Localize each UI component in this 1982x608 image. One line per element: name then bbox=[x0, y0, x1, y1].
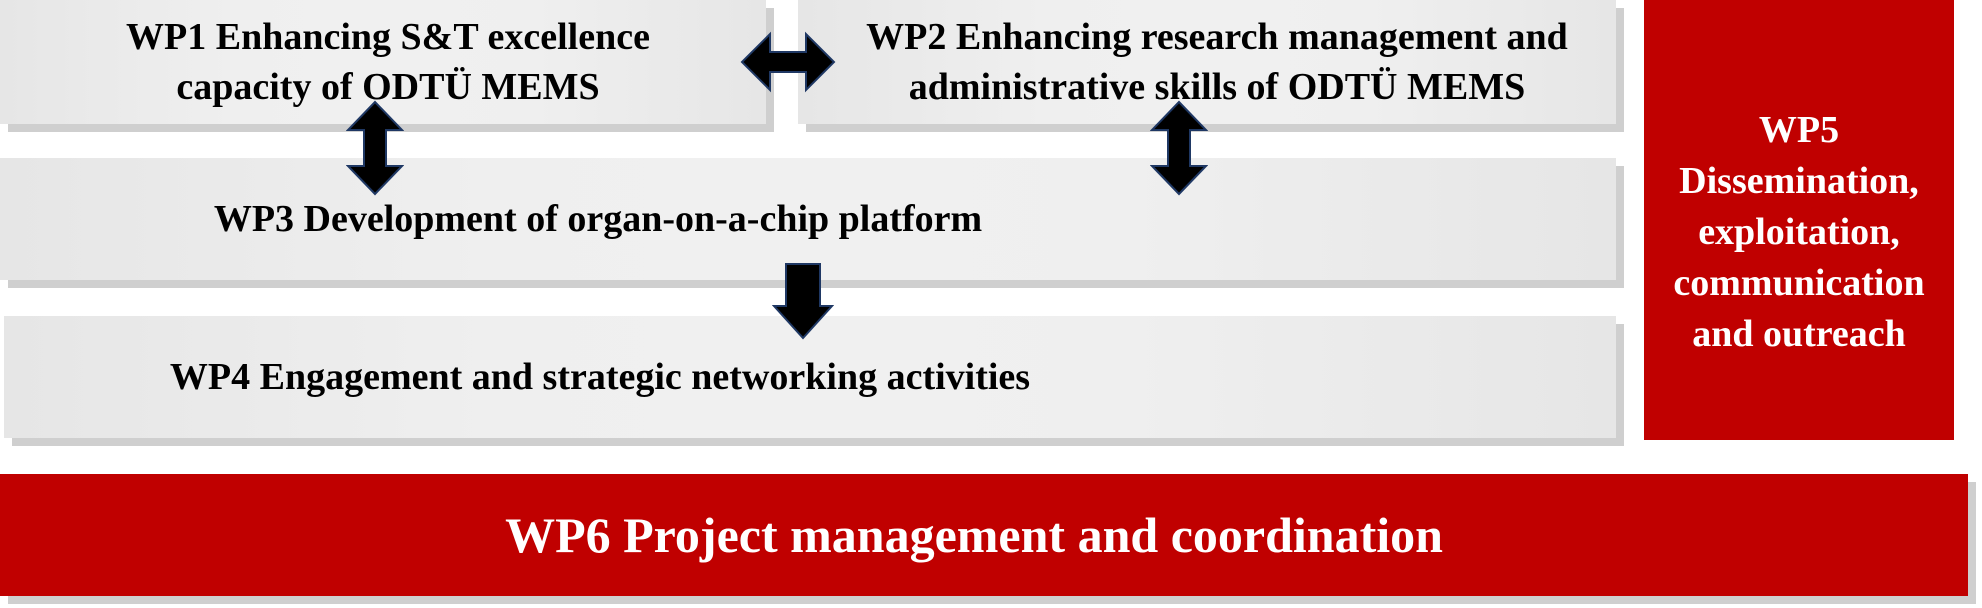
wp3-label: WP3 Development of organ-on-a-chip platf… bbox=[213, 198, 983, 240]
wp6-box: WP6 Project management and coordination bbox=[0, 474, 1968, 596]
wp2-label: WP2 Enhancing research management and ad… bbox=[866, 16, 1568, 108]
wp3-wp4-down-arrow-icon bbox=[772, 263, 834, 340]
wp2-wp3-double-arrow-icon bbox=[1150, 100, 1208, 196]
wp4-label: WP4 Engagement and strategic networking … bbox=[169, 356, 1031, 398]
wp1-wp2-double-arrow-icon bbox=[740, 31, 836, 93]
wp5-box: WP5 Dissemination, exploitation, communi… bbox=[1644, 0, 1954, 440]
wp6-label: WP6 Project management and coordination bbox=[505, 507, 1443, 563]
wp1-box: WP1 Enhancing S&T excellence capacity of… bbox=[0, 0, 766, 124]
wp3-box: WP3 Development of organ-on-a-chip platf… bbox=[0, 158, 1616, 280]
wp1-wp3-double-arrow-icon bbox=[346, 100, 404, 196]
wp1-label: WP1 Enhancing S&T excellence capacity of… bbox=[126, 16, 650, 108]
wp2-box: WP2 Enhancing research management and ad… bbox=[798, 0, 1616, 124]
wp4-box: WP4 Engagement and strategic networking … bbox=[4, 316, 1616, 438]
wp5-label: WP5 Dissemination, exploitation, communi… bbox=[1673, 108, 1925, 355]
